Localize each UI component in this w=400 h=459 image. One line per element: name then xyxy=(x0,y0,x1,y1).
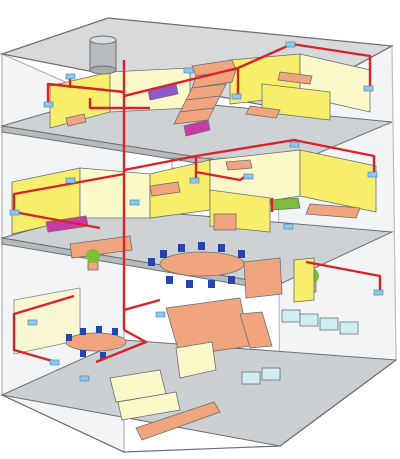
chair-icon xyxy=(198,242,205,250)
chair-icon xyxy=(80,350,86,357)
conference-table xyxy=(160,252,244,276)
ceiling-unit-icon xyxy=(244,174,253,179)
plant-icon xyxy=(86,249,100,270)
chair-icon xyxy=(228,276,235,284)
mid-desk-back xyxy=(226,160,252,170)
ceiling-unit-icon xyxy=(28,320,37,325)
mid-sofa-green xyxy=(270,198,300,210)
ceiling-unit-icon xyxy=(232,94,241,99)
ceiling-unit-icon xyxy=(290,142,299,147)
chair-icon xyxy=(208,280,215,288)
ceiling-unit-icon xyxy=(284,224,293,229)
ceiling-unit-icon xyxy=(130,200,139,205)
chair-icon xyxy=(112,328,118,335)
chair-icon xyxy=(96,326,102,333)
ceiling-unit-icon xyxy=(374,290,383,295)
mid-shelf xyxy=(214,214,236,230)
chair-icon xyxy=(160,250,167,258)
chair-icon xyxy=(218,244,225,252)
counter-right xyxy=(244,258,282,298)
ceiling-unit-icon xyxy=(184,68,193,73)
chair-icon xyxy=(238,250,245,258)
chair-icon xyxy=(166,276,173,284)
chair-icon xyxy=(80,328,86,335)
rooftop-unit-icon xyxy=(90,36,116,74)
ceiling-unit-icon xyxy=(66,74,75,79)
ceiling-unit-icon xyxy=(50,360,59,365)
ceiling-unit-icon xyxy=(10,210,19,215)
chair-icon xyxy=(178,244,185,252)
pipe-ground-link xyxy=(124,300,160,310)
ceiling-unit-icon xyxy=(156,312,165,317)
glass-partition-right xyxy=(294,258,314,302)
meeting-table xyxy=(66,333,126,351)
ceiling-unit-icon xyxy=(44,102,53,107)
ceiling-unit-icon xyxy=(66,178,75,183)
ceiling-unit-icon xyxy=(190,178,199,183)
ceiling-unit-icon xyxy=(368,172,377,177)
ceiling-unit-icon xyxy=(80,376,89,381)
ceiling-unit-icon xyxy=(364,86,373,91)
ceiling-unit-icon xyxy=(286,42,295,47)
chair-icon xyxy=(66,334,72,341)
chair-icon xyxy=(186,280,193,288)
chair-icon xyxy=(148,258,155,266)
